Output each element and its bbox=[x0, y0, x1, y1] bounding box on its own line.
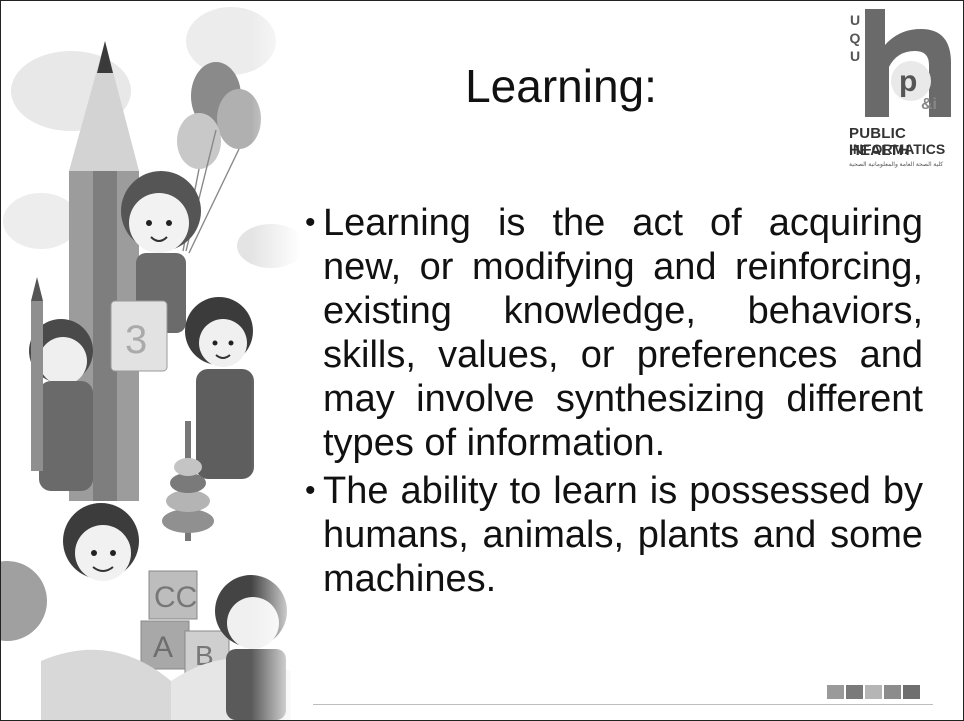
balloon bbox=[217, 89, 261, 149]
footer-block bbox=[827, 685, 844, 699]
uqu-letters: U Q U bbox=[849, 12, 861, 64]
children-learning-illustration: 3 CC A B bbox=[1, 1, 301, 720]
logo-line-public-health: PUBLIC HEALTH bbox=[849, 125, 910, 159]
bullet-text: The ability to learn is possessed by hum… bbox=[323, 470, 923, 600]
footer-blocks bbox=[827, 685, 922, 699]
bullet-item: • The ability to learn is possessed by h… bbox=[305, 469, 923, 601]
bullet-text: Learning is the act of acquiring new, or… bbox=[323, 202, 923, 464]
logo-line-informatics: INFORMATICS bbox=[849, 141, 946, 157]
p-and-i-logo-icon: p &i bbox=[865, 9, 951, 117]
block-letter-a: A bbox=[153, 631, 173, 664]
block-letter-3: 3 bbox=[125, 318, 147, 362]
block-letter-cc: CC bbox=[154, 581, 197, 614]
bullet-dot: • bbox=[305, 206, 316, 239]
bullet-item: • Learning is the act of acquiring new, … bbox=[305, 201, 923, 465]
footer-block bbox=[903, 685, 920, 699]
svg-text:p: p bbox=[899, 65, 917, 98]
faculty-logo: U Q U p &i PUBLIC HEALTH INFORMATICS كلي… bbox=[847, 5, 959, 185]
svg-text:&i: &i bbox=[921, 96, 937, 113]
bullet-dot: • bbox=[305, 474, 316, 507]
footer-block bbox=[846, 685, 863, 699]
footer-block bbox=[865, 685, 882, 699]
footer-divider bbox=[313, 704, 933, 705]
logo-line-arabic: كلية الصحة العامة والمعلوماتية الصحية bbox=[849, 162, 944, 168]
bullet-list: • Learning is the act of acquiring new, … bbox=[305, 201, 923, 605]
slide-title: Learning: bbox=[465, 60, 657, 112]
footer-block bbox=[884, 685, 901, 699]
balloon bbox=[177, 113, 221, 169]
